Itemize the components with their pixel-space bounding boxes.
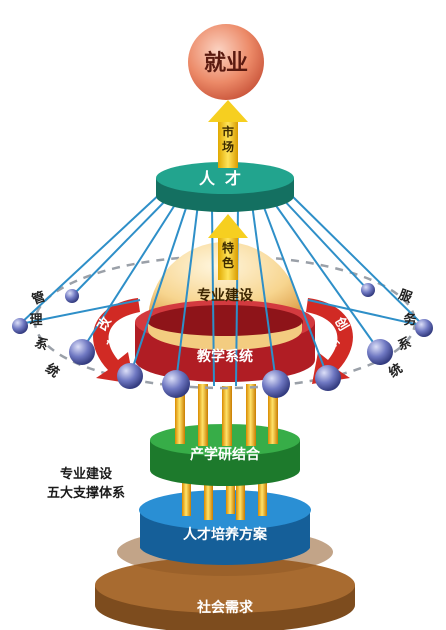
reform-arrow — [93, 298, 140, 384]
talent-disc — [156, 162, 294, 212]
node-sphere — [65, 289, 79, 303]
service-label-2: 务 — [403, 312, 417, 328]
caption-line-2: 五大支撑体系 — [47, 485, 125, 501]
management-label-4: 统 — [42, 360, 62, 381]
service-label-1: 服 — [397, 287, 415, 306]
employment-ball — [188, 24, 264, 100]
node-sphere — [262, 370, 290, 398]
service-label-3: 系 — [396, 334, 414, 353]
training-label: 人才培养方案 — [183, 526, 268, 543]
market-label-2: 场 — [222, 140, 234, 154]
feature-arrow — [208, 214, 248, 280]
management-label-2: 理 — [29, 313, 42, 328]
industry-label: 产学研结合 — [190, 446, 261, 463]
innovation-label-1: 创 — [331, 313, 352, 333]
upper-pillars — [175, 378, 278, 446]
rope-lines — [19, 191, 425, 387]
management-label-1: 管 — [30, 288, 48, 307]
node-sphere — [12, 318, 28, 334]
innovation-arrow — [306, 298, 353, 384]
node-sphere — [367, 339, 393, 365]
lower-pillars — [182, 470, 267, 520]
market-arrow — [208, 100, 248, 168]
node-sphere — [69, 339, 95, 365]
node-sphere — [315, 365, 341, 391]
society-label: 社会需求 — [196, 599, 254, 616]
teaching-ring — [135, 300, 315, 382]
specialty-label: 专业建设 — [197, 287, 254, 304]
teaching-label: 教学系统 — [197, 348, 253, 365]
market-label-1: 市 — [222, 124, 234, 139]
management-label-3: 系 — [33, 334, 51, 353]
node-sphere — [117, 363, 143, 389]
feature-label-1: 特 — [222, 240, 234, 255]
talent-label: 人才 — [199, 169, 251, 188]
employment-label: 就业 — [204, 50, 248, 76]
node-sphere — [361, 283, 375, 297]
node-sphere — [415, 319, 433, 337]
service-label-4: 统 — [386, 360, 406, 381]
node-sphere — [162, 370, 190, 398]
feature-label-2: 色 — [222, 255, 234, 270]
caption-line-1: 专业建设 — [60, 466, 113, 482]
orbit-nodes — [12, 283, 433, 398]
